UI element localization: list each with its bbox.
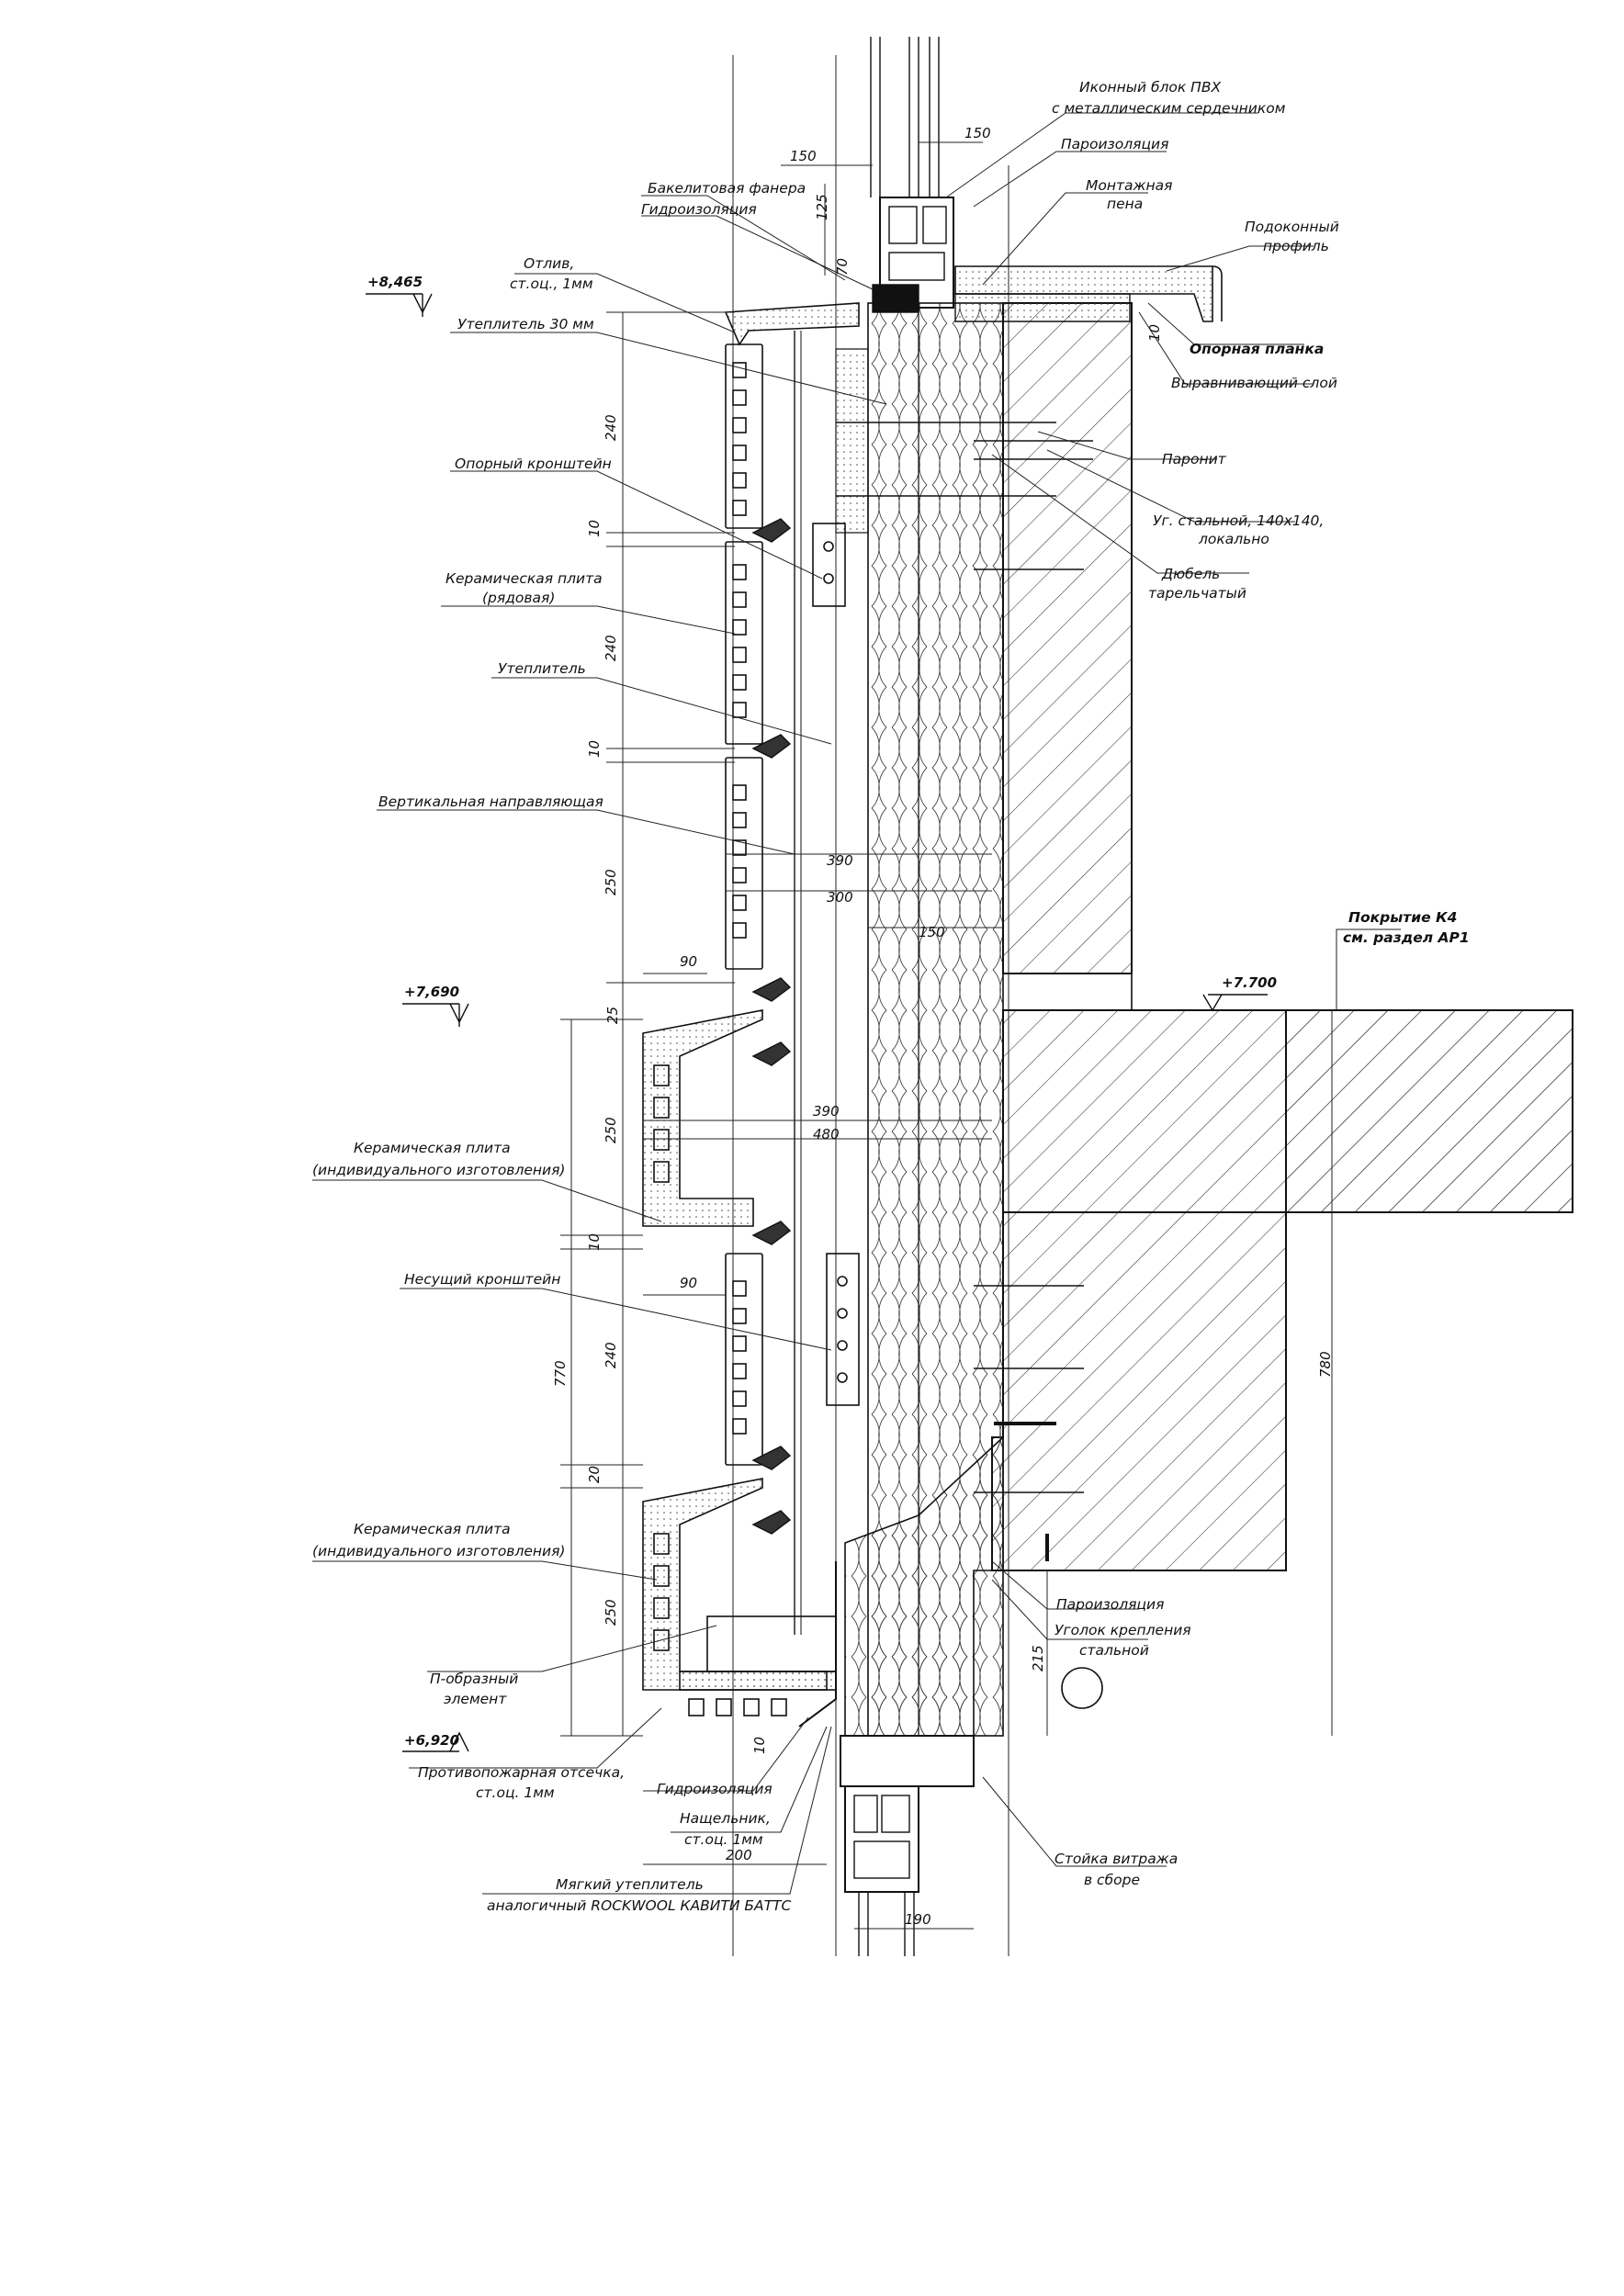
dim-10-b: 10 bbox=[586, 740, 603, 758]
dim-300: 300 bbox=[827, 889, 853, 906]
dim-25: 25 bbox=[604, 1007, 621, 1024]
label-okonny-line2: с металлическим сердечником bbox=[1052, 100, 1286, 117]
label-ugolok-line1: Уг. стальной, 140х140, bbox=[1153, 512, 1324, 529]
dim-250-a: 250 bbox=[603, 869, 619, 895]
dim-190: 190 bbox=[905, 1911, 931, 1928]
label-gidro-bot: Гидроизоляция bbox=[657, 1781, 773, 1797]
dim-390-a: 390 bbox=[827, 852, 853, 869]
bracket-top bbox=[812, 523, 846, 607]
label-gidro-top: Гидроизоляция bbox=[641, 201, 757, 218]
label-protivopozh-line2: ст.оц. 1мм bbox=[476, 1784, 555, 1801]
dim-215: 215 bbox=[1030, 1645, 1046, 1671]
window-block-bottom bbox=[840, 1667, 1103, 1956]
label-paroizol-top: Пароизоляция bbox=[1061, 136, 1168, 152]
label-nashchel-line2: ст.оц. 1мм bbox=[684, 1831, 763, 1848]
label-dyubel-line1: Дюбель bbox=[1161, 566, 1220, 582]
bracket-bottom bbox=[826, 1253, 860, 1406]
level-8465: +8,465 bbox=[367, 274, 423, 290]
dim-250-b: 250 bbox=[603, 1117, 619, 1143]
insulation bbox=[835, 302, 1004, 1737]
level-marks bbox=[366, 293, 1268, 1752]
dim-150-top: 150 bbox=[790, 148, 817, 164]
fire-cutoff bbox=[798, 1561, 837, 1728]
ceramic-plate-ryad-2 bbox=[725, 541, 763, 745]
label-otliv-line2: ст.оц., 1мм bbox=[510, 276, 593, 292]
ceramic-plate-ryad-3 bbox=[725, 757, 763, 970]
label-ker-ind1-line2: (индивидуального изготовления) bbox=[312, 1162, 565, 1178]
label-ker-ind2-line1: Керамическая плита bbox=[354, 1521, 511, 1537]
label-ker-ind2-line2: (индивидуального изготовления) bbox=[312, 1543, 565, 1559]
ceramic-plate-ryad-1 bbox=[725, 343, 763, 529]
label-protivopozh-line1: Противопожарная отсечка, bbox=[418, 1764, 625, 1781]
label-podokon-line2: профиль bbox=[1263, 238, 1329, 254]
window-block-top bbox=[870, 37, 1223, 322]
label-opornaya-planka: Опорная планка bbox=[1190, 341, 1324, 357]
label-vert-napr: Вертикальная направляющая bbox=[378, 793, 603, 810]
label-uteplitel: Утеплитель bbox=[498, 660, 586, 677]
label-p-obr-line2: элемент bbox=[444, 1691, 507, 1707]
dim-90-a: 90 bbox=[680, 953, 697, 970]
label-ker-ryad-line1: Керамическая плита bbox=[445, 570, 603, 587]
level-7690: +7,690 bbox=[404, 984, 459, 1000]
dim-390-b: 390 bbox=[813, 1103, 840, 1120]
label-ker-ind1-line1: Керамическая плита bbox=[354, 1140, 511, 1156]
label-p-obr-line1: П-образный bbox=[430, 1671, 518, 1687]
dimension-lines bbox=[560, 141, 1333, 1930]
label-bakelit: Бакелитовая фанера bbox=[648, 180, 806, 197]
label-montazh-line1: Монтажная bbox=[1086, 177, 1172, 194]
label-pokrytie-line2: см. раздел АР1 bbox=[1343, 929, 1470, 946]
label-myagky-line1: Мягкий утеплитель bbox=[556, 1876, 704, 1893]
label-paroizol-bot: Пароизоляция bbox=[1056, 1596, 1164, 1613]
label-ugolok-kr-line1: Уголок крепления bbox=[1054, 1622, 1191, 1638]
label-uteplitel30: Утеплитель 30 мм bbox=[457, 316, 594, 332]
dim-770: 770 bbox=[552, 1360, 569, 1387]
clips bbox=[751, 518, 792, 1535]
label-stoyka-line1: Стойка витража bbox=[1054, 1851, 1178, 1867]
p-shaped-element bbox=[706, 1615, 837, 1672]
dim-480: 480 bbox=[813, 1126, 840, 1142]
ceramic-plate-ryad-4 bbox=[725, 1253, 763, 1466]
label-oporny-kr: Опорный кронштейн bbox=[455, 456, 612, 472]
dim-240-a: 240 bbox=[603, 414, 619, 441]
label-ugolok-kr-line2: стальной bbox=[1079, 1642, 1149, 1659]
dim-240-c: 240 bbox=[603, 1342, 619, 1368]
label-paronit: Паронит bbox=[1162, 451, 1227, 467]
dim-90-b: 90 bbox=[680, 1275, 697, 1291]
level-6920: +6,920 bbox=[404, 1732, 459, 1749]
dim-10-sill: 10 bbox=[1146, 324, 1163, 342]
leader-lines bbox=[312, 112, 1401, 1895]
dim-10-d: 10 bbox=[751, 1737, 768, 1754]
label-podokon-line1: Подоконный bbox=[1245, 219, 1339, 235]
dim-150-win: 150 bbox=[964, 125, 991, 141]
concrete-wall bbox=[991, 302, 1573, 1571]
label-otliv-line1: Отлив, bbox=[524, 255, 574, 272]
label-nashchel-line1: Нащельник, bbox=[680, 1810, 771, 1827]
dim-125: 125 bbox=[814, 194, 830, 220]
labels: Иконный блок ПВХ с металлическим сердечн… bbox=[312, 79, 1470, 1914]
label-montazh-line2: пена bbox=[1107, 196, 1143, 212]
label-nesushchy-kr: Несущий кронштейн bbox=[404, 1271, 560, 1288]
dim-240-b: 240 bbox=[603, 635, 619, 661]
facade-system bbox=[642, 302, 1093, 1728]
anchors bbox=[836, 422, 1093, 1561]
label-stoyka-line2: в сборе bbox=[1084, 1872, 1140, 1888]
label-ugolok-line2: локально bbox=[1198, 531, 1269, 547]
label-vyravn: Выравнивающий слой bbox=[1171, 375, 1337, 391]
dim-10-c: 10 bbox=[586, 1233, 603, 1251]
label-ker-ryad-line2: (рядовая) bbox=[482, 590, 555, 606]
dim-70: 70 bbox=[834, 258, 851, 276]
label-okonny-line1: Иконный блок ПВХ bbox=[1079, 79, 1221, 96]
dim-10-a: 10 bbox=[586, 520, 603, 537]
ceramic-plate-ind-1 bbox=[642, 1009, 763, 1227]
dim-780: 780 bbox=[1317, 1351, 1334, 1378]
dim-250-c: 250 bbox=[603, 1599, 619, 1626]
level-7700: +7.700 bbox=[1222, 974, 1277, 991]
label-pokrytie-line1: Покрытие К4 bbox=[1348, 909, 1457, 926]
label-dyubel-line2: тарельчатый bbox=[1148, 585, 1246, 602]
dim-200: 200 bbox=[726, 1847, 752, 1863]
dim-20: 20 bbox=[586, 1466, 603, 1483]
label-myagky-line2: аналогичный ROCKWOOL КАВИТИ БАТТС bbox=[487, 1897, 792, 1914]
dim-150-mid: 150 bbox=[919, 924, 945, 940]
